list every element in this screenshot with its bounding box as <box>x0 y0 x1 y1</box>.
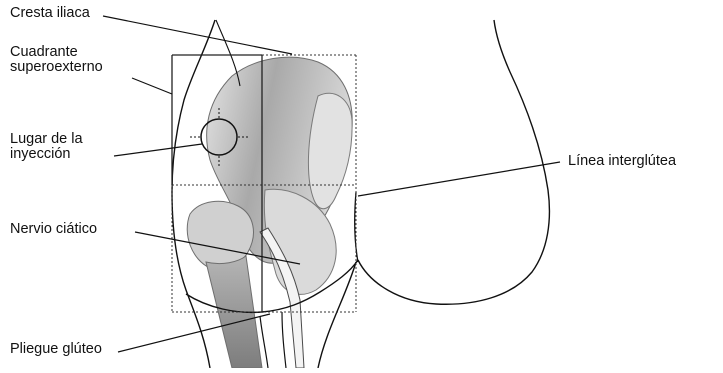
label-linea-interglutea: Línea interglútea <box>568 154 676 169</box>
label-cuadrante-line2: superoexterno <box>10 60 103 75</box>
label-lugar-line1: Lugar de la <box>10 132 83 147</box>
label-cuadrante-line1: Cuadrante <box>10 45 103 60</box>
label-nervio-text: Nervio ciático <box>10 221 97 237</box>
label-nervio-ciatico: Nervio ciático <box>10 222 97 237</box>
sacrum-bone <box>308 93 352 208</box>
label-linea-text: Línea interglútea <box>568 153 676 169</box>
label-pliegue-text: Pliegue glúteo <box>10 341 102 357</box>
left-thigh-outer <box>282 312 286 368</box>
left-hip-outline <box>172 20 215 368</box>
label-lugar-line2: inyección <box>10 147 83 162</box>
label-cresta-iliaca: Cresta iliaca <box>10 6 90 21</box>
label-lugar-inyeccion: Lugar de la inyección <box>10 132 83 162</box>
label-pliegue-gluteo: Pliegue glúteo <box>10 342 102 357</box>
label-cresta-text: Cresta iliaca <box>10 5 90 21</box>
right-buttock-outline <box>358 20 549 304</box>
label-cuadrante-superoexterno: Cuadrante superoexterno <box>10 45 103 75</box>
